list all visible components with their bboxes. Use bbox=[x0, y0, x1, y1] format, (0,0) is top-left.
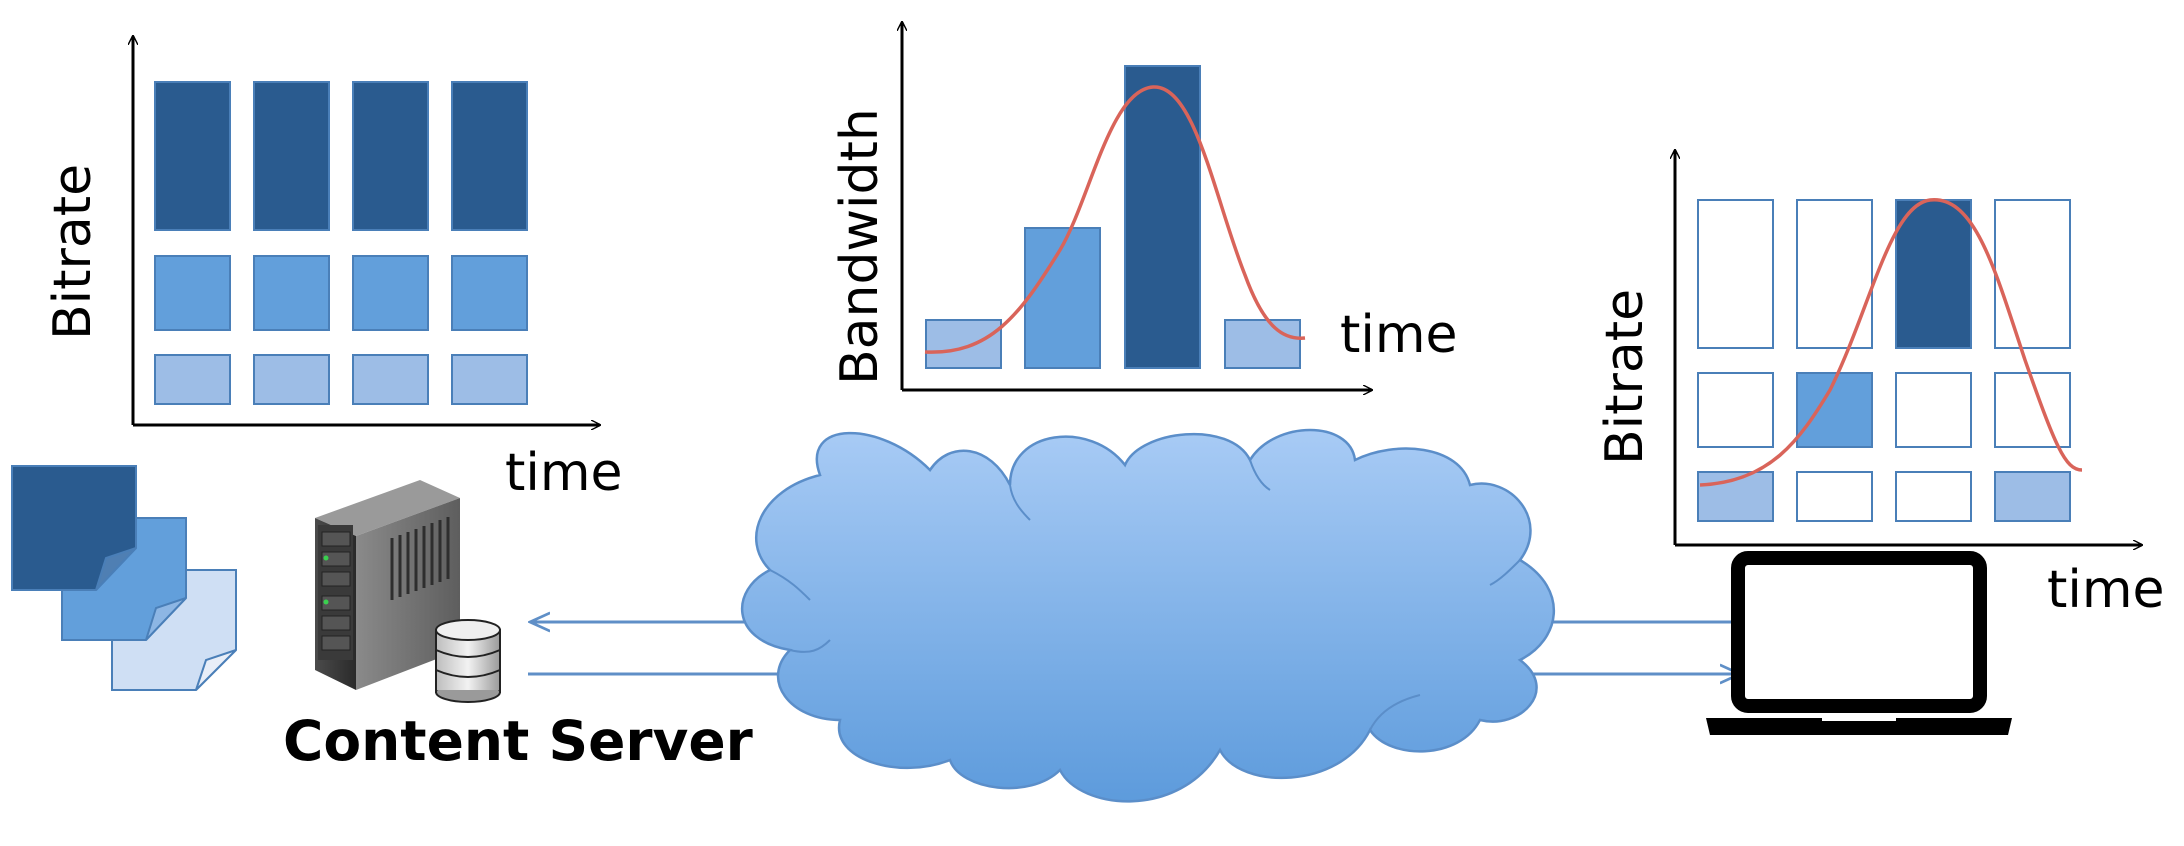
flow-arrows bbox=[528, 622, 1740, 674]
left-bitrate-chart: Bitrate time bbox=[43, 36, 622, 503]
left-block-medium-2 bbox=[253, 255, 330, 331]
right-block-high-1 bbox=[1697, 199, 1774, 349]
server-label: Content Server bbox=[283, 709, 753, 773]
right-segment-blocks bbox=[1697, 199, 2071, 522]
right-bitrate-curve bbox=[1699, 198, 2083, 487]
left-block-low-4 bbox=[451, 354, 528, 405]
left-block-high-3 bbox=[352, 81, 429, 231]
left-segment-blocks bbox=[154, 81, 528, 405]
center-bar-3 bbox=[1124, 65, 1201, 369]
right-y-axis-label: Bitrate bbox=[1595, 289, 1655, 465]
left-y-axis-label: Bitrate bbox=[43, 164, 103, 340]
right-block-low-3 bbox=[1895, 471, 1972, 522]
left-block-high-1 bbox=[154, 81, 231, 231]
center-x-axis-label: time bbox=[1340, 305, 1457, 365]
left-block-medium-4 bbox=[451, 255, 528, 331]
right-block-medium-1 bbox=[1697, 372, 1774, 448]
right-x-axis-label: time bbox=[2047, 560, 2164, 620]
left-block-low-2 bbox=[253, 354, 330, 405]
cloud-icon bbox=[740, 428, 1556, 803]
left-x-axis-label: time bbox=[505, 443, 622, 503]
right-block-medium-2 bbox=[1796, 372, 1873, 448]
center-bandwidth-chart: Bandwidth time bbox=[830, 22, 1457, 390]
document-stack-icon bbox=[11, 465, 237, 691]
laptop-icon bbox=[1706, 551, 2012, 735]
center-bar-4 bbox=[1224, 319, 1301, 369]
left-block-low-3 bbox=[352, 354, 429, 405]
database-icon bbox=[435, 619, 501, 703]
right-block-high-3 bbox=[1895, 199, 1972, 349]
right-block-low-2 bbox=[1796, 471, 1873, 522]
left-block-low-1 bbox=[154, 354, 231, 405]
center-bandwidth-bars bbox=[925, 65, 1301, 369]
server-slots bbox=[321, 531, 351, 651]
left-block-medium-3 bbox=[352, 255, 429, 331]
center-bar-1 bbox=[925, 319, 1002, 369]
left-block-medium-1 bbox=[154, 255, 231, 331]
right-block-low-4 bbox=[1994, 471, 2071, 522]
left-block-high-2 bbox=[253, 81, 330, 231]
right-block-high-4 bbox=[1994, 199, 2071, 349]
right-block-medium-3 bbox=[1895, 372, 1972, 448]
right-block-high-2 bbox=[1796, 199, 1873, 349]
left-block-high-4 bbox=[451, 81, 528, 231]
center-bar-2 bbox=[1024, 227, 1101, 369]
right-bitrate-chart: Bitrate time bbox=[1595, 150, 2164, 620]
center-y-axis-label: Bandwidth bbox=[830, 108, 890, 385]
center-bandwidth-curve bbox=[924, 85, 1306, 354]
server-rack-icon bbox=[315, 480, 460, 690]
